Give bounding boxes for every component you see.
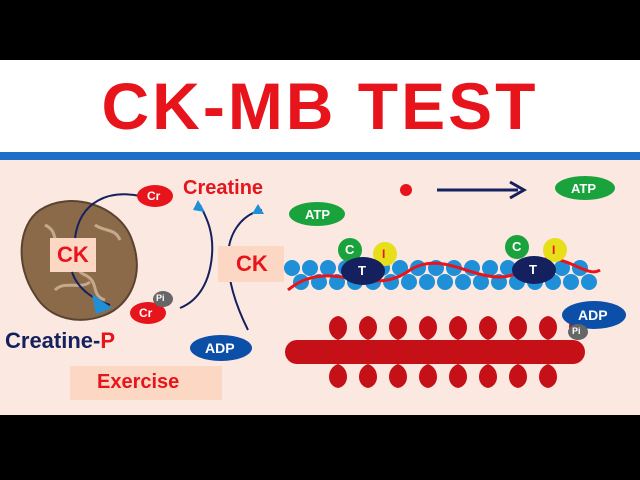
creatine-p-suffix: P — [100, 328, 116, 353]
cr-bottom-label: Cr — [139, 306, 153, 320]
ck-mito-label: CK — [57, 242, 89, 267]
myosin-head — [539, 364, 557, 388]
myosin-head — [389, 364, 407, 388]
myosin-heads — [329, 316, 587, 388]
myosin-head — [419, 316, 437, 340]
myosin-head — [359, 364, 377, 388]
myosin-head — [479, 364, 497, 388]
exercise-box — [70, 366, 222, 400]
ck-center-label: CK — [236, 251, 268, 276]
atp-right-pill — [555, 176, 615, 200]
myosin-head — [479, 316, 497, 340]
arrow-to-cr-top — [74, 193, 141, 239]
actin-bead — [482, 260, 498, 276]
troponin-i-left: I — [382, 247, 386, 261]
myosin-head — [539, 316, 557, 340]
arrow-head-right-top — [252, 204, 264, 214]
reaction-arc-left — [179, 204, 214, 309]
myosin-head — [389, 316, 407, 340]
atp-left-label: ATP — [305, 207, 331, 222]
troponin-t-right: T — [529, 262, 537, 277]
adp-left-label: ADP — [205, 340, 235, 356]
troponin-c-left: C — [345, 242, 355, 257]
creatine-label: Creatine — [183, 177, 264, 199]
exercise-label: Exercise — [97, 371, 180, 393]
arrow-head-mito — [92, 294, 112, 314]
actin-bead — [320, 260, 336, 276]
red-dot — [400, 184, 412, 196]
adp-left-pill — [190, 335, 252, 361]
actin-bead — [500, 260, 516, 276]
actin-bead — [554, 260, 570, 276]
cr-bottom-circle — [130, 302, 166, 324]
ck-mito-box — [50, 238, 96, 272]
troponin-i-right: I — [552, 243, 556, 257]
arrow-head-up — [193, 200, 205, 212]
adp-right-label: ADP — [578, 307, 608, 323]
myosin-head — [329, 364, 347, 388]
title-divider — [0, 152, 640, 160]
troponin-c-right: C — [512, 239, 522, 254]
actin-bead — [437, 274, 453, 290]
adp-right-pill — [562, 301, 626, 329]
actin-bead — [284, 260, 300, 276]
page-title: CK-MB TEST — [101, 69, 539, 143]
cr-top-label: Cr — [147, 189, 161, 203]
creatine-p-label: Creatine-P — [5, 328, 115, 354]
myosin-head — [509, 364, 527, 388]
myosin-head — [449, 364, 467, 388]
atp-left-pill — [289, 202, 345, 226]
atp-right-label: ATP — [571, 181, 597, 196]
actin-bead — [401, 274, 417, 290]
myosin-head — [419, 364, 437, 388]
actin-bead — [581, 274, 597, 290]
ck-center-box — [218, 246, 284, 282]
pi-circle-right — [568, 324, 588, 340]
pi-circle-left — [153, 291, 173, 307]
actin-bead — [392, 260, 408, 276]
actin-bead — [302, 260, 318, 276]
troponin-complex-right — [505, 235, 567, 284]
pi-right-label: Pi — [572, 326, 581, 336]
creatine-p-prefix: Creatine- — [5, 328, 101, 353]
actin-bead — [473, 274, 489, 290]
troponin-complex-left — [338, 238, 397, 285]
long-arrow-head — [509, 180, 528, 200]
title-band — [0, 60, 640, 152]
myosin-head — [509, 316, 527, 340]
actin-bead — [419, 274, 435, 290]
myosin-head — [359, 316, 377, 340]
troponin-t-left: T — [358, 263, 366, 278]
actin-bead — [563, 274, 579, 290]
myosin-head — [449, 316, 467, 340]
actin-bead — [455, 274, 471, 290]
arrow-to-cr-bottom — [71, 271, 111, 306]
myosin-backbone — [285, 340, 585, 364]
pi-left-label: Pi — [156, 293, 165, 303]
myosin-head — [329, 316, 347, 340]
cr-top-circle — [137, 185, 173, 207]
